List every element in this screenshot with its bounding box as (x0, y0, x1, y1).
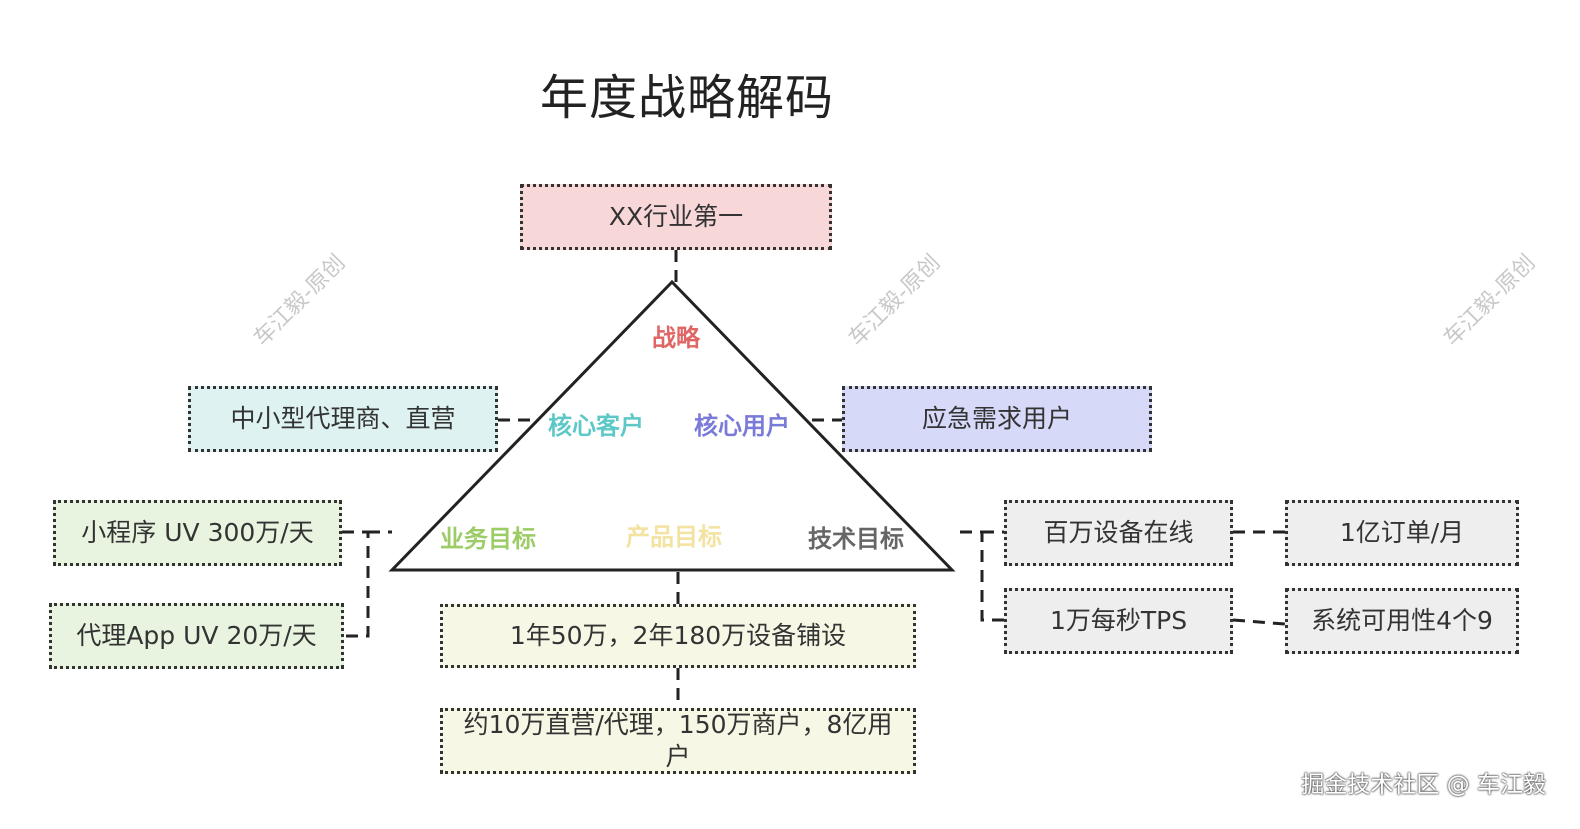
strategy-triangle (388, 279, 956, 572)
users-box: 应急需求用户 (842, 386, 1152, 452)
footer-attribution: 掘金技术社区 @ 车江毅 (1301, 772, 1546, 798)
tps-box: 1万每秒TPS (1004, 588, 1233, 654)
scale-box: 约10万直营/代理，150万商户，8亿用户 (440, 708, 916, 774)
customers-box: 中小型代理商、直营 (188, 386, 498, 452)
availability-box: 系统可用性4个9 (1285, 588, 1519, 654)
devices-online-box: 百万设备在线 (1004, 500, 1233, 566)
page-title: 年度战略解码 (540, 70, 835, 126)
core-users-label: 核心用户 (694, 412, 790, 440)
connector-tps-availability (1232, 618, 1286, 626)
business-goals-label: 业务目标 (440, 525, 536, 553)
mini-program-uv-box: 小程序 UV 300万/天 (53, 500, 342, 566)
connector-business (342, 530, 392, 638)
connector-tech (960, 530, 1004, 622)
goal-box: XX行业第一 (520, 184, 832, 250)
strategy-label: 战略 (652, 324, 700, 352)
agent-app-uv-box: 代理App UV 20万/天 (49, 603, 344, 669)
tech-goals-label: 技术目标 (808, 525, 904, 553)
deployment-box: 1年50万，2年180万设备铺设 (440, 604, 916, 668)
core-customers-label: 核心客户 (548, 412, 644, 440)
product-goals-label: 产品目标 (626, 523, 722, 551)
orders-box: 1亿订单/月 (1285, 500, 1519, 566)
